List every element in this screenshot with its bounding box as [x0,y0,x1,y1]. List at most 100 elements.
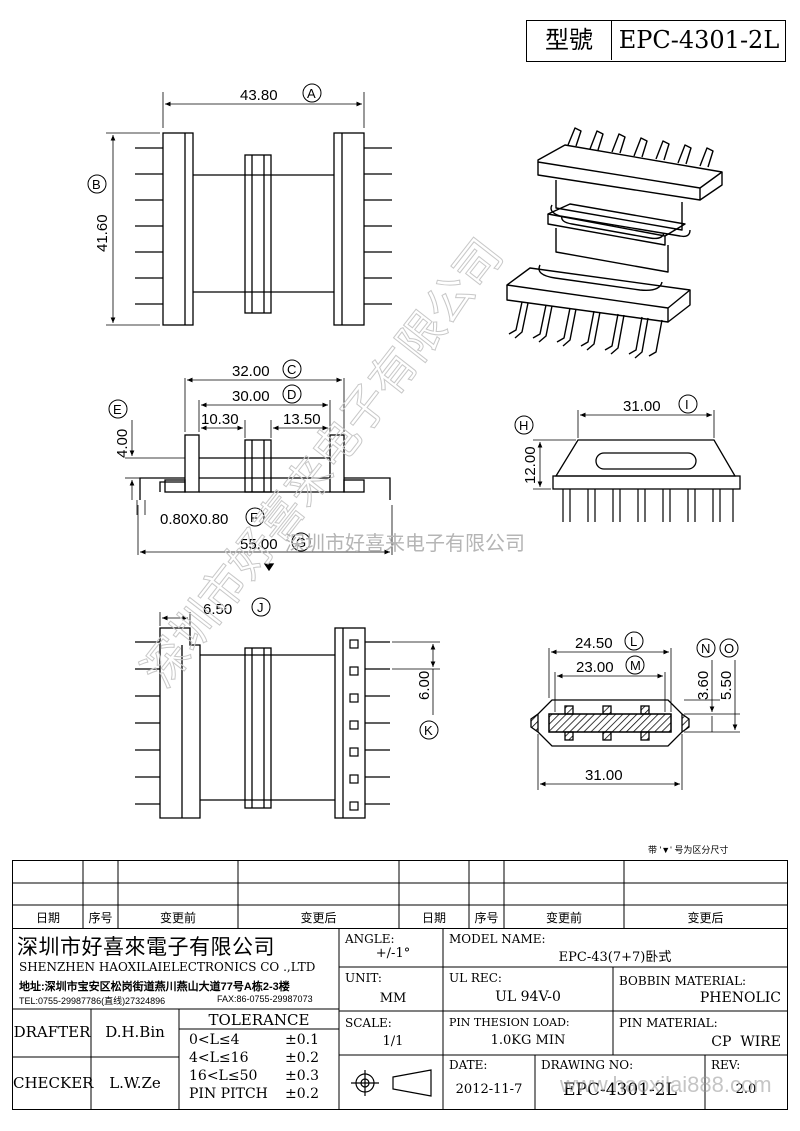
dim-k-value: 6.00 [416,671,433,700]
dim-b-tag: B [92,177,101,192]
dim-m-value: 23.00 [576,659,614,676]
dim-f-value: 0.80X0.80 [160,511,228,528]
checker-value: L.W.Ze [109,1074,161,1092]
tol-value-1: ±0.1 [285,1032,319,1048]
rev-label: REV: [711,1058,741,1072]
pin-load-label: PIN THESION LOAD: [449,1016,570,1029]
dim-d-tag: D [287,387,296,402]
dim-left-value: 10.30 [201,411,239,428]
angle-value: +/-1° [375,946,411,961]
title-block-grid [13,929,787,1109]
company-tel: TEL:0755-29987786(直线)27324896 [19,996,166,1006]
rev-header-no-1: 序号 [88,911,113,925]
drafter-label: DRAFTER [13,1023,91,1041]
dim-d-value: 30.00 [232,388,270,405]
tol-value-2: ±0.2 [285,1050,319,1066]
ul-rec-value: UL 94V-0 [495,989,561,1005]
bottom-view [135,612,440,819]
rev-header-after-2: 变更后 [687,911,724,925]
bobbin-material-label: BOBBIN MATERIAL: [619,974,747,988]
dim-i-tag: I [685,397,689,412]
dim-h-tag: H [519,418,528,433]
section-view [530,648,740,790]
watermark-horizontal: 深圳市好喜来电子有限公司 [285,532,525,555]
company-name-cn: 深圳市好喜來電子有限公司 [17,935,275,959]
dim-e-value: 4.00 [114,429,131,458]
dim-a-value: 43.80 [240,87,278,104]
dimension-note: 带 '▼' 号为区分尺寸 [648,844,728,855]
dim-e-tag: E [113,402,122,417]
tol-range-1: 0<L≤4 [189,1032,240,1048]
revision-table: 日期 序号 变更前 变更后 日期 序号 变更前 变更后 [12,860,788,929]
pin-load-value: 1.0KG MIN [490,1033,566,1048]
watermark-url: www.haoxilai888.com [560,1072,772,1097]
model-name-value: EPC-43(7+7)卧式 [558,950,672,965]
tol-range-3: 16<L≤50 [189,1068,258,1084]
dim-j-value: 6.50 [203,601,232,618]
top-view [106,92,392,326]
dim-l-value: 24.50 [575,635,613,652]
unit-value: MM [379,991,407,1006]
side-view [125,377,393,572]
dim-b-value: 41.60 [94,214,111,252]
rev-header-after-1: 变更后 [300,911,337,925]
tol-range-2: 4<L≤16 [189,1050,249,1066]
pin-material-value: CP WIRE [711,1034,781,1050]
scale-value: 1/1 [382,1034,404,1049]
dim-f-tag: F [250,510,258,525]
rev-header-before-1: 变更前 [159,911,196,925]
tol-value-4: ±0.2 [285,1086,319,1102]
model-name-label: MODEL NAME: [449,932,546,946]
date-label: DATE: [449,1058,488,1072]
tol-range-4: PIN PITCH [189,1086,268,1102]
dim-g-tag: G [296,535,306,550]
projection-symbol-icon [351,1069,432,1097]
company-address: 地址:深圳市宝安区松岗街道燕川燕山大道77号A栋2-3楼 [19,981,290,993]
pin-material-label: PIN MATERIAL: [619,1016,718,1030]
drawing-no-value: EPC-4301-2L [563,1080,677,1100]
dim-c-value: 32.00 [232,363,270,380]
model-box-label: 型號 [527,21,612,60]
unit-label: UNIT: [345,971,382,985]
front-view [533,410,741,522]
model-box-value: EPC-4301-2L [618,26,780,54]
dim-o-tag: O [724,641,734,656]
date-value: 2012-11-7 [455,1082,523,1097]
rev-header-no-2: 序号 [474,911,499,925]
model-box: 型號 EPC-4301-2L [526,20,786,62]
rev-header-date-2: 日期 [421,911,446,925]
rev-value: 2.0 [735,1082,757,1097]
dim-k-tag: K [424,723,433,738]
checker-label: CHECKER [13,1074,94,1092]
dim-g-value: 55.00 [240,536,278,553]
drawing-no-label: DRAWING NO: [541,1058,634,1072]
dim-right-value: 13.50 [283,411,321,428]
ul-rec-label: UL REC: [449,971,502,985]
dim-c-tag: C [287,362,296,377]
dim-n-value: 3.60 [695,671,712,700]
dim-l-tag: L [630,634,637,649]
dim-h-value: 12.00 [522,446,539,484]
rev-header-before-2: 变更前 [545,911,582,925]
watermark-diagonal: 深圳市好喜来电子有限公司 [132,229,513,696]
company-name-en: SHENZHEN HAOXILAIELECTRONICS CO .,LTD [19,960,316,974]
rev-header-date-1: 日期 [35,911,60,925]
dim-bottom-value: 31.00 [585,767,623,784]
title-block: 深圳市好喜來電子有限公司 SHENZHEN HAOXILAIELECTRONIC… [12,928,788,1110]
tol-value-3: ±0.3 [285,1068,319,1084]
technical-drawing: 43.80 A B 41.60 [87,83,741,855]
revision-grid [13,861,787,929]
dim-j-tag: J [257,600,264,615]
company-fax: FAX:86-0755-29987073 [217,994,313,1004]
bobbin-material-value: PHENOLIC [699,990,781,1006]
isometric-view [506,127,723,359]
dim-n-tag: N [701,641,710,656]
dim-m-tag: M [630,658,641,673]
drafter-value: D.H.Bin [105,1023,165,1041]
dim-i-value: 31.00 [623,398,661,415]
scale-label: SCALE: [345,1016,392,1030]
angle-label: ANGLE: [345,932,395,946]
dim-a-tag: A [307,86,316,101]
dim-o-value: 5.50 [718,671,735,700]
tolerance-label: TOLERANCE [208,1011,310,1029]
